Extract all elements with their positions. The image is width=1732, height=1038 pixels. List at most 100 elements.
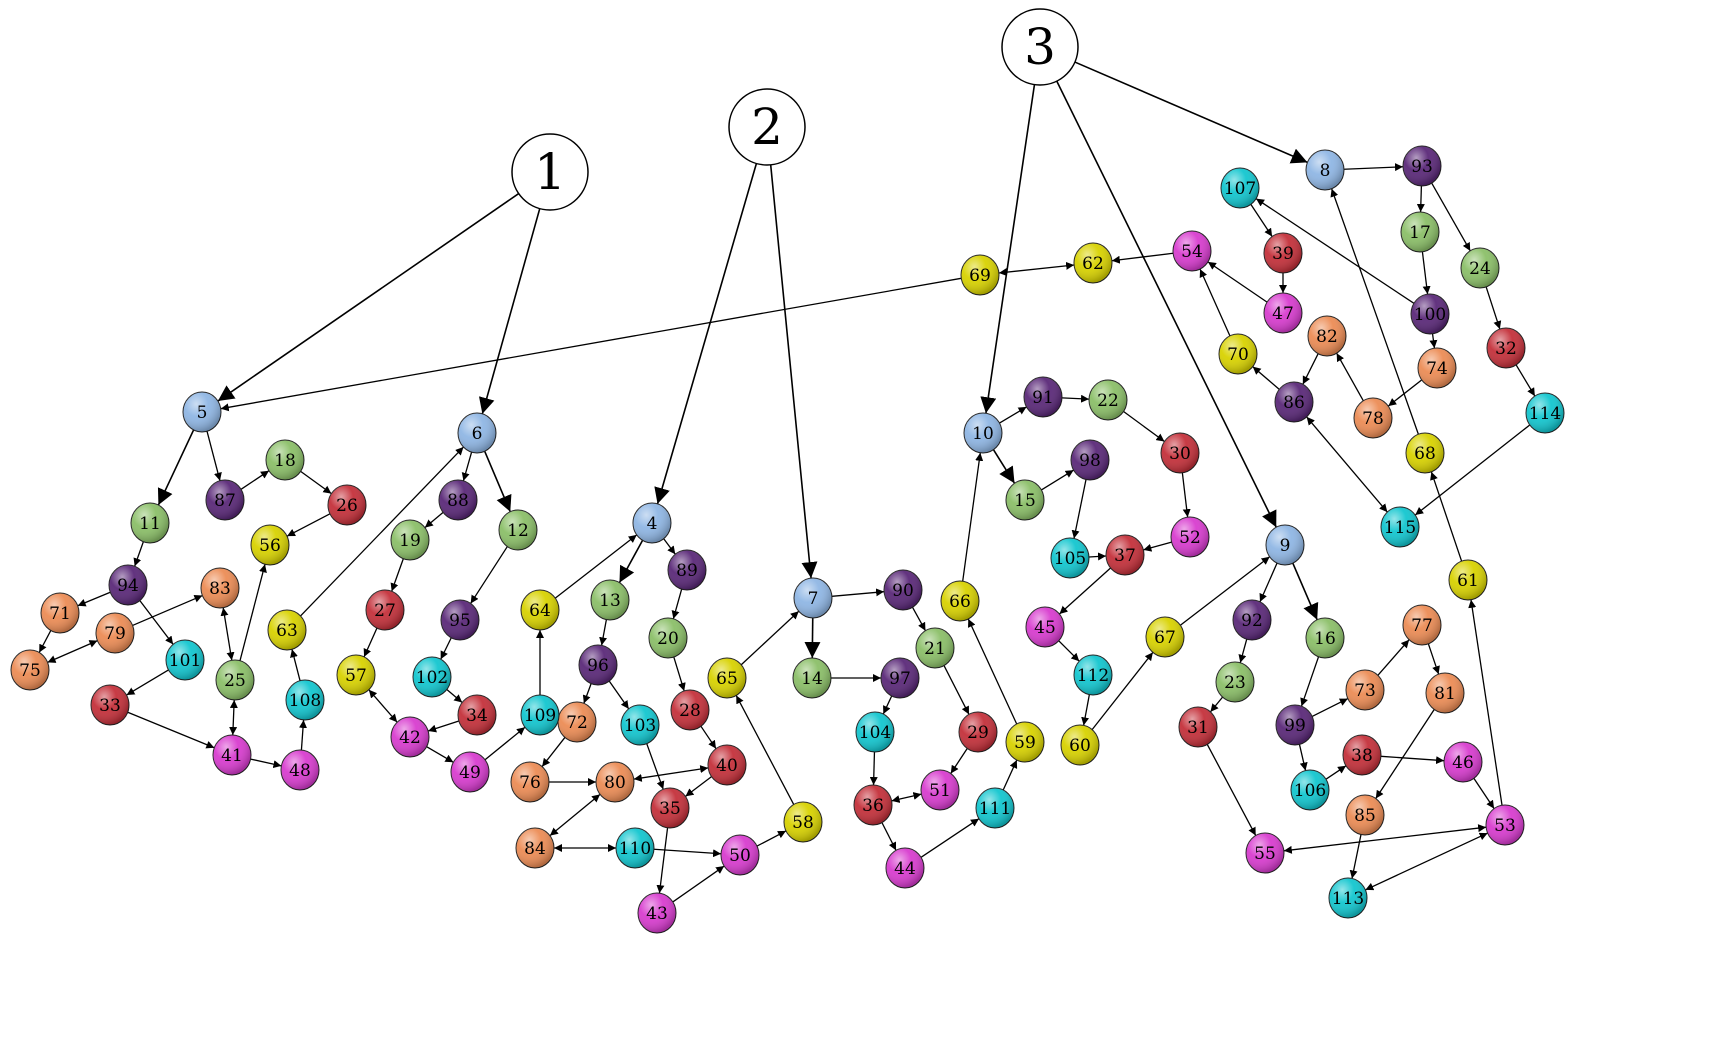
edge-72-76 — [541, 737, 566, 767]
root-circle — [511, 133, 589, 211]
node-label: 109 — [524, 706, 556, 726]
node-shading — [1291, 770, 1329, 810]
node-shading — [337, 655, 375, 695]
node-shading — [921, 770, 959, 810]
node-shading — [1221, 168, 1259, 208]
node-63: 63 — [267, 609, 307, 651]
node-label: 97 — [889, 669, 911, 689]
node-label: 44 — [894, 859, 916, 879]
node-shading — [1266, 525, 1304, 565]
edge-25-41 — [229, 699, 238, 736]
edge-4-13 — [618, 539, 644, 584]
node-10: 10 — [963, 412, 1003, 454]
node-shading — [441, 600, 479, 640]
node-label: 32 — [1495, 339, 1517, 359]
node-shading — [1461, 248, 1499, 288]
edge-65-7 — [740, 610, 800, 666]
edge-91-22 — [1061, 394, 1090, 403]
node-label: 58 — [792, 813, 814, 833]
edge-110-50 — [653, 848, 722, 858]
node-41: 41 — [212, 734, 252, 776]
edge-34-42 — [427, 720, 460, 733]
edge-37-45 — [1059, 567, 1111, 615]
edge-35-43 — [656, 827, 669, 894]
node-label: 64 — [529, 601, 551, 621]
node-100: 100 — [1410, 293, 1450, 335]
node-shading — [96, 613, 134, 653]
node-83: 83 — [200, 567, 240, 609]
node-shading — [633, 503, 671, 543]
node-shading — [1406, 433, 1444, 473]
node-label: 23 — [1224, 673, 1246, 693]
node-shading — [451, 752, 489, 792]
node-71: 71 — [40, 592, 80, 634]
node-shading — [166, 640, 204, 680]
node-112: 112 — [1073, 654, 1113, 696]
node-51: 51 — [920, 769, 960, 811]
node-85: 85 — [1345, 794, 1385, 836]
node-shading — [621, 705, 659, 745]
edge-93-17 — [1416, 185, 1425, 213]
edge-102-34 — [446, 689, 463, 703]
node-shading — [1146, 617, 1184, 657]
node-88: 88 — [438, 479, 478, 521]
node-shading — [961, 255, 999, 295]
node-89: 89 — [667, 549, 707, 591]
node-92: 92 — [1232, 599, 1272, 641]
node-shading — [413, 657, 451, 697]
edge-R3-8 — [1074, 61, 1308, 164]
node-label: 80 — [604, 773, 626, 793]
node-shading — [251, 525, 289, 565]
edge-63-6 — [300, 446, 464, 617]
root-node-2: 2 — [728, 88, 806, 166]
node-shading — [1346, 670, 1384, 710]
edge-53-61 — [1468, 599, 1503, 806]
node-81: 81 — [1425, 672, 1465, 714]
node-shading — [499, 510, 537, 550]
edge-29-51 — [950, 748, 968, 774]
node-111: 111 — [975, 787, 1015, 829]
edge-10-15 — [992, 449, 1016, 484]
node-13: 13 — [590, 579, 630, 621]
node-shading — [1074, 655, 1112, 695]
edge-100-107 — [1255, 198, 1415, 304]
edge-21-29 — [943, 665, 970, 715]
node-label: 91 — [1032, 388, 1054, 408]
node-label: 31 — [1187, 718, 1209, 738]
edge-61-68 — [1430, 471, 1463, 562]
node-label: 92 — [1241, 611, 1263, 631]
root-node-3: 3 — [1001, 8, 1079, 86]
edge-53-55 — [1283, 824, 1487, 854]
node-label: 112 — [1077, 666, 1109, 686]
node-12: 12 — [498, 509, 538, 551]
node-37: 37 — [1105, 534, 1145, 576]
edge-87-18 — [240, 470, 270, 490]
node-18: 18 — [265, 439, 305, 481]
node-label: 37 — [1114, 546, 1136, 566]
node-shading — [1411, 294, 1449, 334]
edge-R3-10 — [980, 84, 1036, 414]
node-shading — [1354, 398, 1392, 438]
node-label: 41 — [221, 746, 243, 766]
edge-50-58 — [756, 830, 787, 847]
node-label: 39 — [1272, 244, 1294, 264]
node-label: 21 — [924, 639, 946, 659]
node-27: 27 — [365, 589, 405, 631]
node-label: 113 — [1332, 889, 1364, 909]
node-shading — [1219, 334, 1257, 374]
node-shading — [1306, 150, 1344, 190]
edge-36-51 — [891, 792, 922, 803]
node-shading — [708, 745, 746, 785]
node-shading — [516, 828, 554, 868]
edge-20-28 — [673, 656, 686, 692]
edge-R2-7 — [769, 164, 818, 579]
edge-40-35 — [685, 776, 712, 797]
edge-106-38 — [1325, 765, 1347, 780]
node-shading — [281, 750, 319, 790]
root-label: 2 — [751, 98, 783, 156]
node-shading — [1089, 380, 1127, 420]
node-shading — [1051, 538, 1089, 578]
edge-78-82 — [1336, 352, 1364, 402]
node-61: 61 — [1448, 559, 1488, 601]
node-shading — [1216, 662, 1254, 702]
